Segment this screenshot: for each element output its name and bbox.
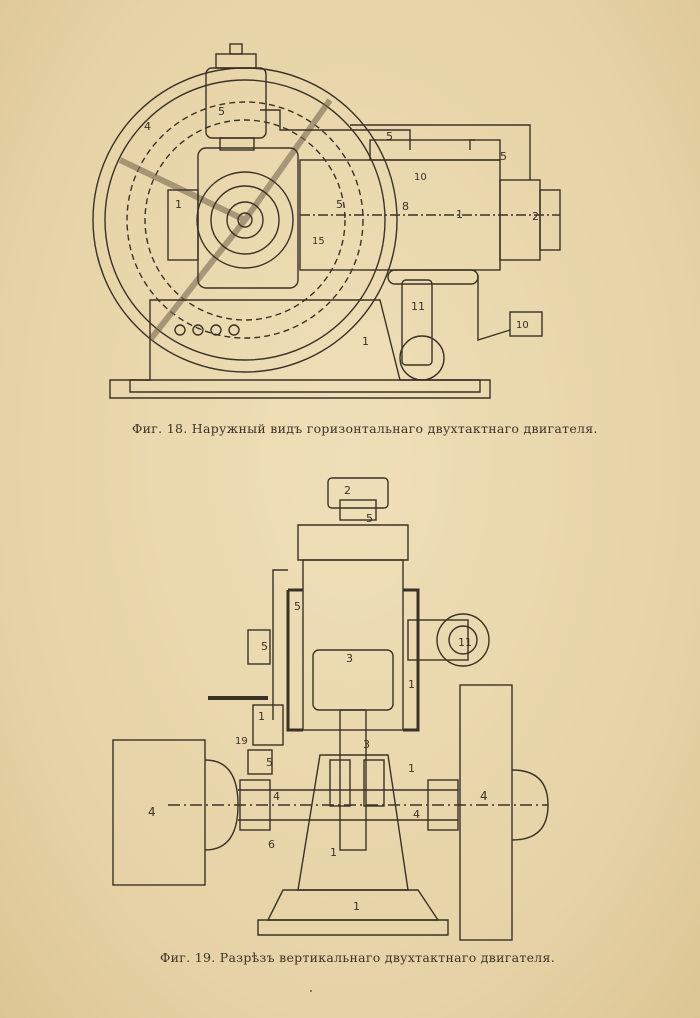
svg-text:10: 10: [516, 320, 529, 331]
svg-text:5: 5: [386, 130, 393, 143]
svg-text:1: 1: [362, 335, 369, 348]
svg-text:5: 5: [336, 198, 343, 211]
figure-18-drawing: 5 4 1 5 5 10 8 1 2 15 11 10 1 5: [92, 43, 561, 399]
svg-text:1: 1: [353, 900, 360, 913]
svg-text:19: 19: [235, 736, 248, 747]
svg-text:4: 4: [480, 789, 488, 803]
page-mark: [310, 990, 312, 992]
svg-text:1: 1: [408, 678, 415, 691]
figure-18-caption: Фиг. 18. Наружный видъ горизонтальнаго д…: [132, 421, 598, 436]
svg-text:4: 4: [144, 120, 151, 133]
svg-text:5: 5: [294, 600, 301, 613]
svg-text:1: 1: [456, 208, 463, 221]
svg-text:5: 5: [218, 105, 225, 118]
figure-19-caption: Фиг. 19. Разрѣзъ вертикальнаго двухтактн…: [160, 950, 555, 965]
svg-text:11: 11: [458, 636, 472, 649]
svg-text:15: 15: [312, 236, 325, 247]
svg-text:6: 6: [268, 838, 275, 851]
svg-text:4: 4: [273, 790, 280, 803]
figure-19-drawing: 2 5 5 3 1 11 5 4 4 4 4 1 1 19 5 6 1 1 3: [112, 477, 549, 941]
svg-text:3: 3: [346, 652, 353, 665]
svg-text:5: 5: [366, 512, 373, 525]
svg-text:5: 5: [500, 150, 507, 163]
svg-text:5: 5: [261, 640, 268, 653]
svg-text:2: 2: [532, 210, 539, 223]
svg-text:4: 4: [413, 808, 420, 821]
svg-text:11: 11: [411, 300, 425, 313]
svg-text:10: 10: [414, 172, 427, 183]
svg-text:1: 1: [408, 762, 415, 775]
svg-text:1: 1: [330, 846, 337, 859]
svg-text:5: 5: [266, 756, 273, 769]
svg-text:3: 3: [363, 738, 370, 751]
svg-text:1: 1: [258, 710, 265, 723]
svg-text:4: 4: [148, 805, 156, 819]
svg-text:1: 1: [175, 198, 182, 211]
svg-text:8: 8: [402, 200, 409, 213]
svg-text:2: 2: [344, 484, 351, 497]
